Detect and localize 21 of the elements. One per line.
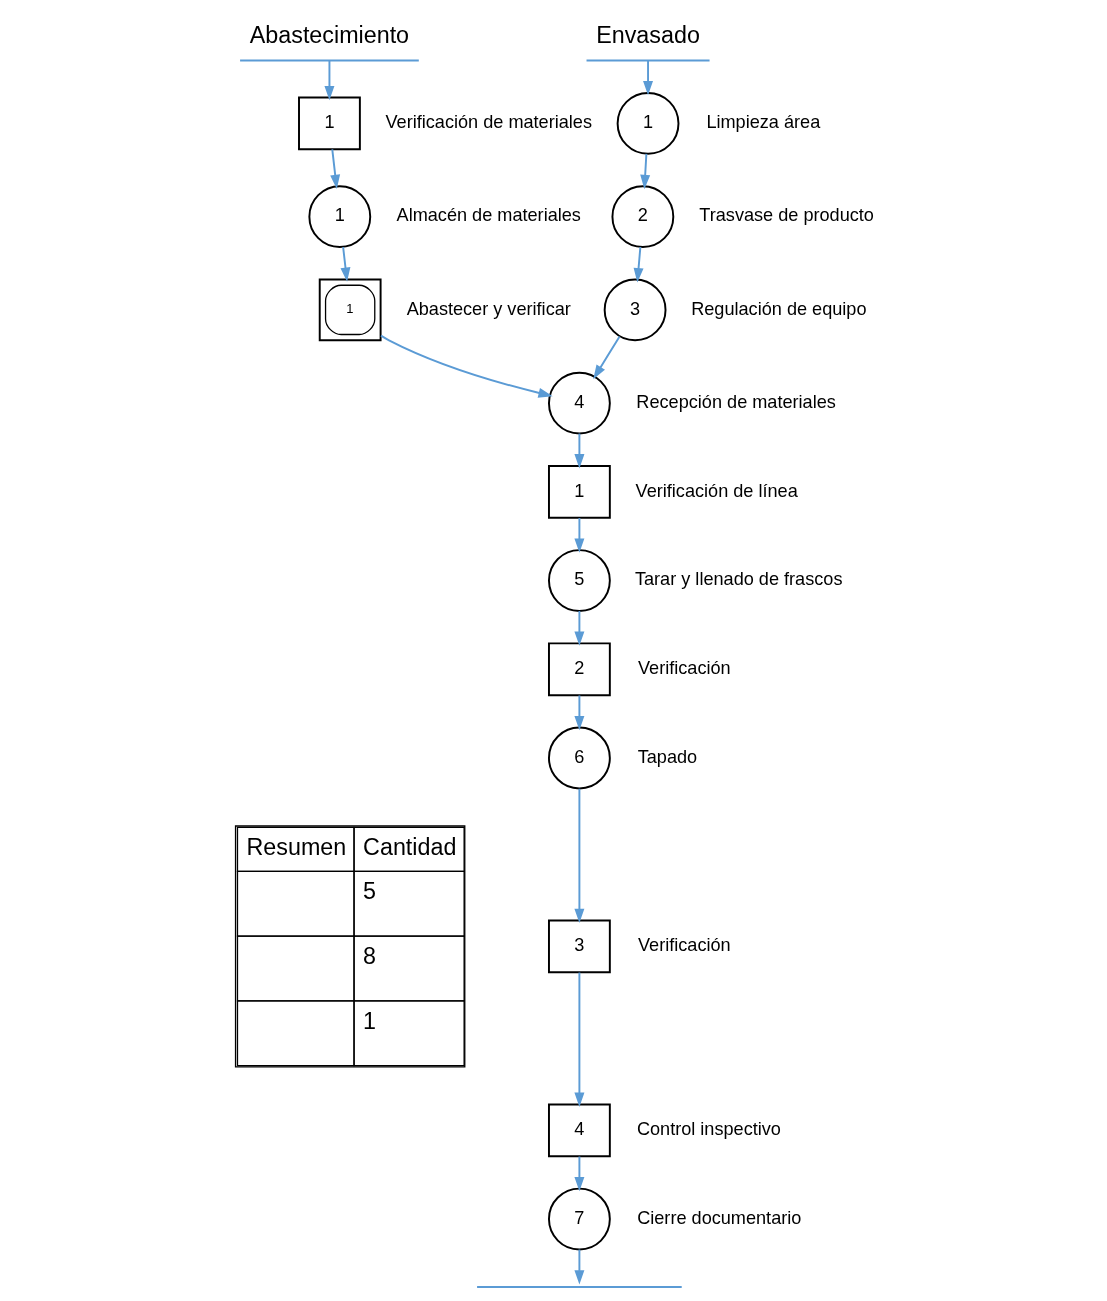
node-label: Verificación de línea xyxy=(635,480,798,501)
label: 5 xyxy=(363,878,377,905)
node-label: Limpieza área xyxy=(706,112,821,133)
node-label: Almacén de materiales xyxy=(396,205,581,226)
node-label: Regulación de equipo xyxy=(691,298,867,319)
label: 8 xyxy=(363,942,377,969)
node-label: Tapado xyxy=(637,746,698,767)
node-label: Verificación de materiales xyxy=(385,112,593,133)
node-text: Abastecimiento xyxy=(249,21,410,48)
node-text: Envasado xyxy=(596,21,700,48)
node-label: Tarar y llenado de frascos xyxy=(634,569,843,590)
node-label: Abastecer y verificar xyxy=(406,298,571,319)
node-label: Cierre documentario xyxy=(637,1207,802,1228)
label: 1 xyxy=(363,1007,377,1034)
node-label: Control inspectivo xyxy=(636,1119,781,1140)
node-label: Verificación xyxy=(637,935,731,956)
node-label: Verificación xyxy=(637,658,731,679)
node-label: Trasvase de producto xyxy=(699,205,874,226)
label: Cantidad xyxy=(363,834,457,860)
node-label: Recepción de materiales xyxy=(636,391,836,412)
label: Resumen xyxy=(246,834,347,860)
